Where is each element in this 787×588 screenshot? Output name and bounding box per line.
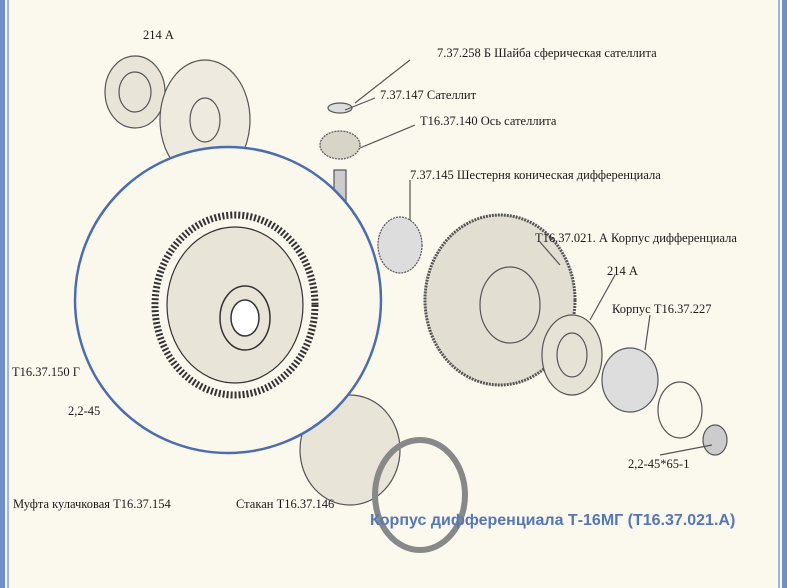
label-washer: 7.37.258 Б Шайба сферическая сателлита [437, 46, 657, 60]
label-coupling: Муфта кулачковая Т16.37.154 [13, 497, 171, 511]
label-bearing-right: 214 А [607, 264, 638, 278]
label-body: Корпус Т16.37.227 [612, 302, 712, 316]
label-bearing-top: 214 А [143, 28, 174, 42]
right-border [782, 0, 787, 588]
label-satellite: 7.37.147 Сателлит [380, 88, 477, 102]
bevel-gear [377, 216, 423, 274]
label-cup: Стакан Т16.37.146 [236, 497, 335, 511]
right-border-inner [778, 0, 780, 588]
label-housing: Т16.37.021. А Корпус дифференциала [535, 231, 737, 245]
label-seal-left: 2,2-45 [68, 404, 101, 418]
label-axle: Т16.37.140 Ось сателлита [420, 114, 557, 128]
bearing-top [104, 55, 166, 129]
ring-seal [657, 381, 703, 439]
diagram-title: Корпус дифференциала Т-16МГ (Т16.37.021.… [370, 512, 736, 529]
gasket [372, 437, 468, 553]
left-border [0, 0, 5, 588]
label-left-part: Т16.37.150 Г [12, 365, 80, 379]
satellite-gear [319, 130, 361, 160]
washer [327, 102, 353, 114]
body-cup [601, 347, 659, 413]
seal-right [702, 424, 728, 456]
bearing-right [541, 314, 603, 396]
magnified-gear [151, 211, 319, 399]
housing-gear [423, 213, 577, 387]
label-bevel-gear: 7.37.145 Шестерня коническая дифференциа… [410, 168, 661, 182]
left-border-inner [7, 0, 9, 588]
label-seal-right: 2,2-45*65-1 [628, 457, 690, 471]
